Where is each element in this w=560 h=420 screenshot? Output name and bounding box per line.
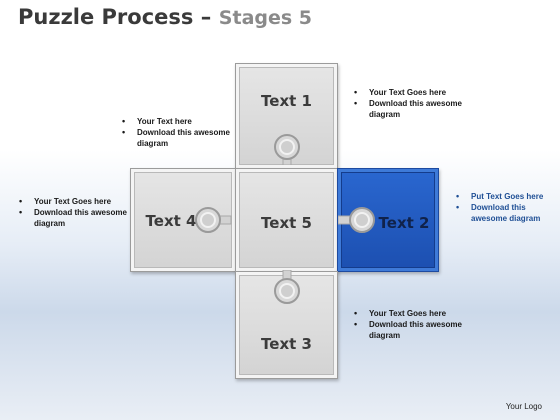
title-subtitle: Stages 5 bbox=[218, 7, 313, 29]
logo-placeholder: Your Logo bbox=[505, 402, 542, 411]
note-bullet: Download this awesome diagram bbox=[354, 319, 474, 341]
puzzle-piece-bottom: Text 3 bbox=[235, 271, 338, 379]
note-left: Your Text Goes here Download this awesom… bbox=[15, 196, 134, 229]
piece-label-text-4: Text 4 bbox=[145, 212, 197, 230]
note-top-left: Your Text here Download this awesome dia… bbox=[118, 116, 237, 149]
note-bullet: Put Text Goes here bbox=[456, 191, 560, 202]
note-bullet: Download this awesome diagram bbox=[122, 127, 237, 149]
title-main: Puzzle Process – bbox=[18, 5, 212, 29]
piece-label-text-1: Text 1 bbox=[261, 92, 312, 110]
slide-title: Puzzle Process – Stages 5 bbox=[18, 5, 312, 29]
note-bullet: Download this awesome diagram bbox=[456, 202, 560, 224]
piece-label-text-3: Text 3 bbox=[261, 335, 312, 353]
puzzle-piece-center: Text 5 bbox=[235, 168, 338, 272]
note-bullet: Download this awesome diagram bbox=[19, 207, 134, 229]
piece-label-text-2: Text 2 bbox=[378, 214, 430, 232]
note-bullet: Download this awesome diagram bbox=[354, 98, 474, 120]
note-bottom-right: Your Text Goes here Download this awesom… bbox=[350, 308, 474, 341]
note-bullet: Your Text here bbox=[122, 116, 237, 127]
note-top-right: Your Text Goes here Download this awesom… bbox=[350, 87, 474, 120]
knob-bottom-connector bbox=[274, 270, 300, 304]
knob-top-connector bbox=[274, 134, 300, 165]
note-bullet: Your Text Goes here bbox=[19, 196, 134, 207]
piece-label-text-5: Text 5 bbox=[261, 214, 312, 232]
note-bullet: Your Text Goes here bbox=[354, 87, 474, 98]
note-right: Put Text Goes here Download this awesome… bbox=[452, 191, 560, 224]
knob-right-connector bbox=[338, 207, 375, 233]
knob-left-connector bbox=[195, 207, 232, 233]
note-bullet: Your Text Goes here bbox=[354, 308, 474, 319]
